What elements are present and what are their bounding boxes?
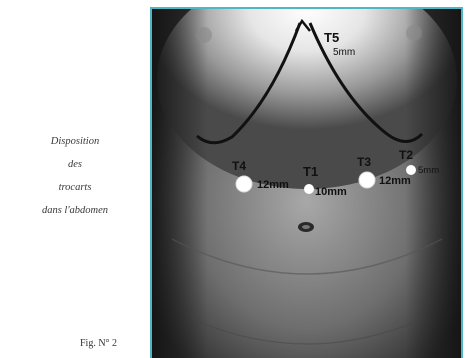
- caption-line-2: des: [0, 153, 150, 176]
- trocar-t3-size: 12mm: [379, 175, 411, 187]
- side-shadow: [152, 9, 461, 358]
- trocar-t3-id: T3: [357, 155, 371, 169]
- trocar-t4-id: T4: [232, 159, 246, 173]
- abdomen-illustration: T5 5mm T4 12mm T1 10mm T3 12mm T2 5mm: [152, 9, 461, 358]
- trocar-t1-size: 10mm: [315, 186, 347, 198]
- trocar-t5-size: 5mm: [333, 47, 355, 58]
- caption-line-1: Disposition: [0, 130, 150, 153]
- trocar-t2-marker: [406, 165, 416, 175]
- trocar-t1-id: T1: [303, 164, 318, 179]
- abdomen-photo: T5 5mm T4 12mm T1 10mm T3 12mm T2 5mm: [150, 7, 463, 358]
- left-nipple: [196, 27, 212, 43]
- trocar-t4-marker: [236, 176, 252, 192]
- caption-line-3: trocarts: [0, 176, 150, 199]
- figure-caption: Disposition des trocarts dans l'abdomen: [0, 130, 150, 222]
- figure-number: Fig. N° 2: [80, 338, 117, 349]
- trocar-t4-size: 12mm: [257, 179, 289, 191]
- caption-line-4: dans l'abdomen: [0, 199, 150, 222]
- umbilicus-inner: [302, 225, 310, 229]
- trocar-t1-marker: [304, 184, 314, 194]
- trocar-t5-id: T5: [324, 30, 339, 45]
- trocar-t3-marker: [359, 172, 375, 188]
- right-nipple: [406, 25, 422, 41]
- trocar-t2-size: 5mm: [418, 165, 439, 176]
- trocar-t2-id: T2: [399, 148, 413, 162]
